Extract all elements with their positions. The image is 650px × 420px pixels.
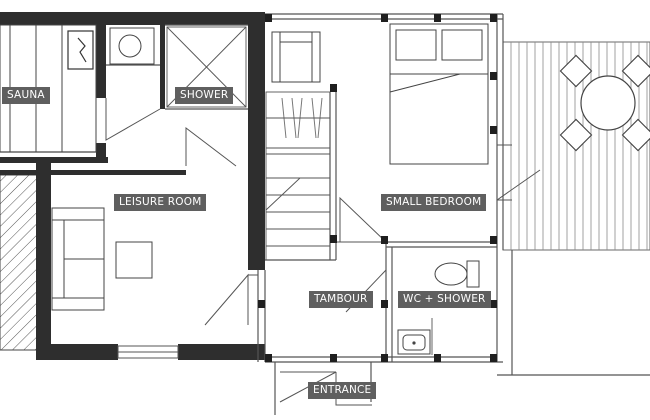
toilet bbox=[434, 260, 480, 288]
doors-left-wing bbox=[105, 98, 258, 326]
side-table bbox=[115, 241, 153, 279]
walls-left-wing bbox=[0, 12, 265, 360]
patio-table bbox=[559, 54, 650, 152]
doors-right-wing bbox=[279, 140, 541, 406]
label-leisure-room: LEISURE ROOM bbox=[114, 194, 207, 211]
washbasin bbox=[397, 329, 431, 355]
label-entrance: ENTRANCE bbox=[308, 382, 377, 399]
label-shower: SHOWER bbox=[175, 87, 234, 104]
label-tambour: TAMBOUR bbox=[309, 291, 373, 308]
sauna-heater bbox=[67, 30, 94, 70]
armchair bbox=[271, 31, 321, 83]
double-bed bbox=[389, 23, 489, 165]
window-leisure bbox=[117, 345, 179, 359]
sofa bbox=[51, 207, 105, 311]
hatched-slab bbox=[0, 174, 39, 351]
staircase bbox=[265, 91, 331, 261]
label-small-bedroom: SMALL BEDROOM bbox=[381, 194, 487, 211]
washing-machine bbox=[109, 27, 155, 65]
columns bbox=[258, 14, 497, 362]
label-sauna: SAUNA bbox=[2, 87, 50, 104]
label-wc-shower: WC + SHOWER bbox=[398, 291, 491, 308]
